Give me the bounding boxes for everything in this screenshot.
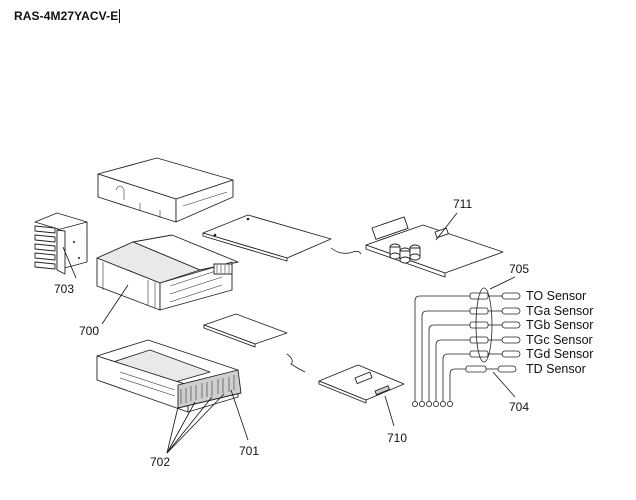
model-title: RAS-4M27YACV-E (14, 9, 121, 23)
callout-711: 711 (453, 197, 472, 211)
chassis-part (96, 234, 239, 311)
insulation-sheet-lower (203, 313, 288, 348)
sensor-label-tgc: TGc Sensor (526, 333, 593, 347)
sensor-label-tga: TGa Sensor (526, 304, 593, 318)
sub-board-cable (286, 353, 306, 373)
shield-plate-upper (202, 214, 332, 262)
control-board-part (365, 216, 504, 278)
leader-lines (62, 212, 516, 454)
sensor-label-tgd: TGd Sensor (526, 347, 593, 361)
callout-703: 703 (54, 282, 74, 296)
top-cover-part (97, 157, 234, 223)
sensor-label-tgb: TGb Sensor (526, 318, 593, 332)
sensor-label-to: TO Sensor (526, 289, 586, 303)
terminal-base-part (96, 339, 242, 413)
callout-705: 705 (509, 262, 529, 276)
callout-710: 710 (387, 431, 407, 445)
sensor-label-td: TD Sensor (526, 362, 586, 376)
callout-700: 700 (79, 324, 99, 338)
heat-sink-part (34, 212, 88, 275)
board-cable (330, 247, 362, 255)
callout-704: 704 (509, 400, 529, 414)
callout-701: 701 (239, 444, 259, 458)
sensor-harness (411, 287, 521, 407)
sub-board-part (318, 364, 405, 404)
callout-702: 702 (150, 455, 170, 469)
